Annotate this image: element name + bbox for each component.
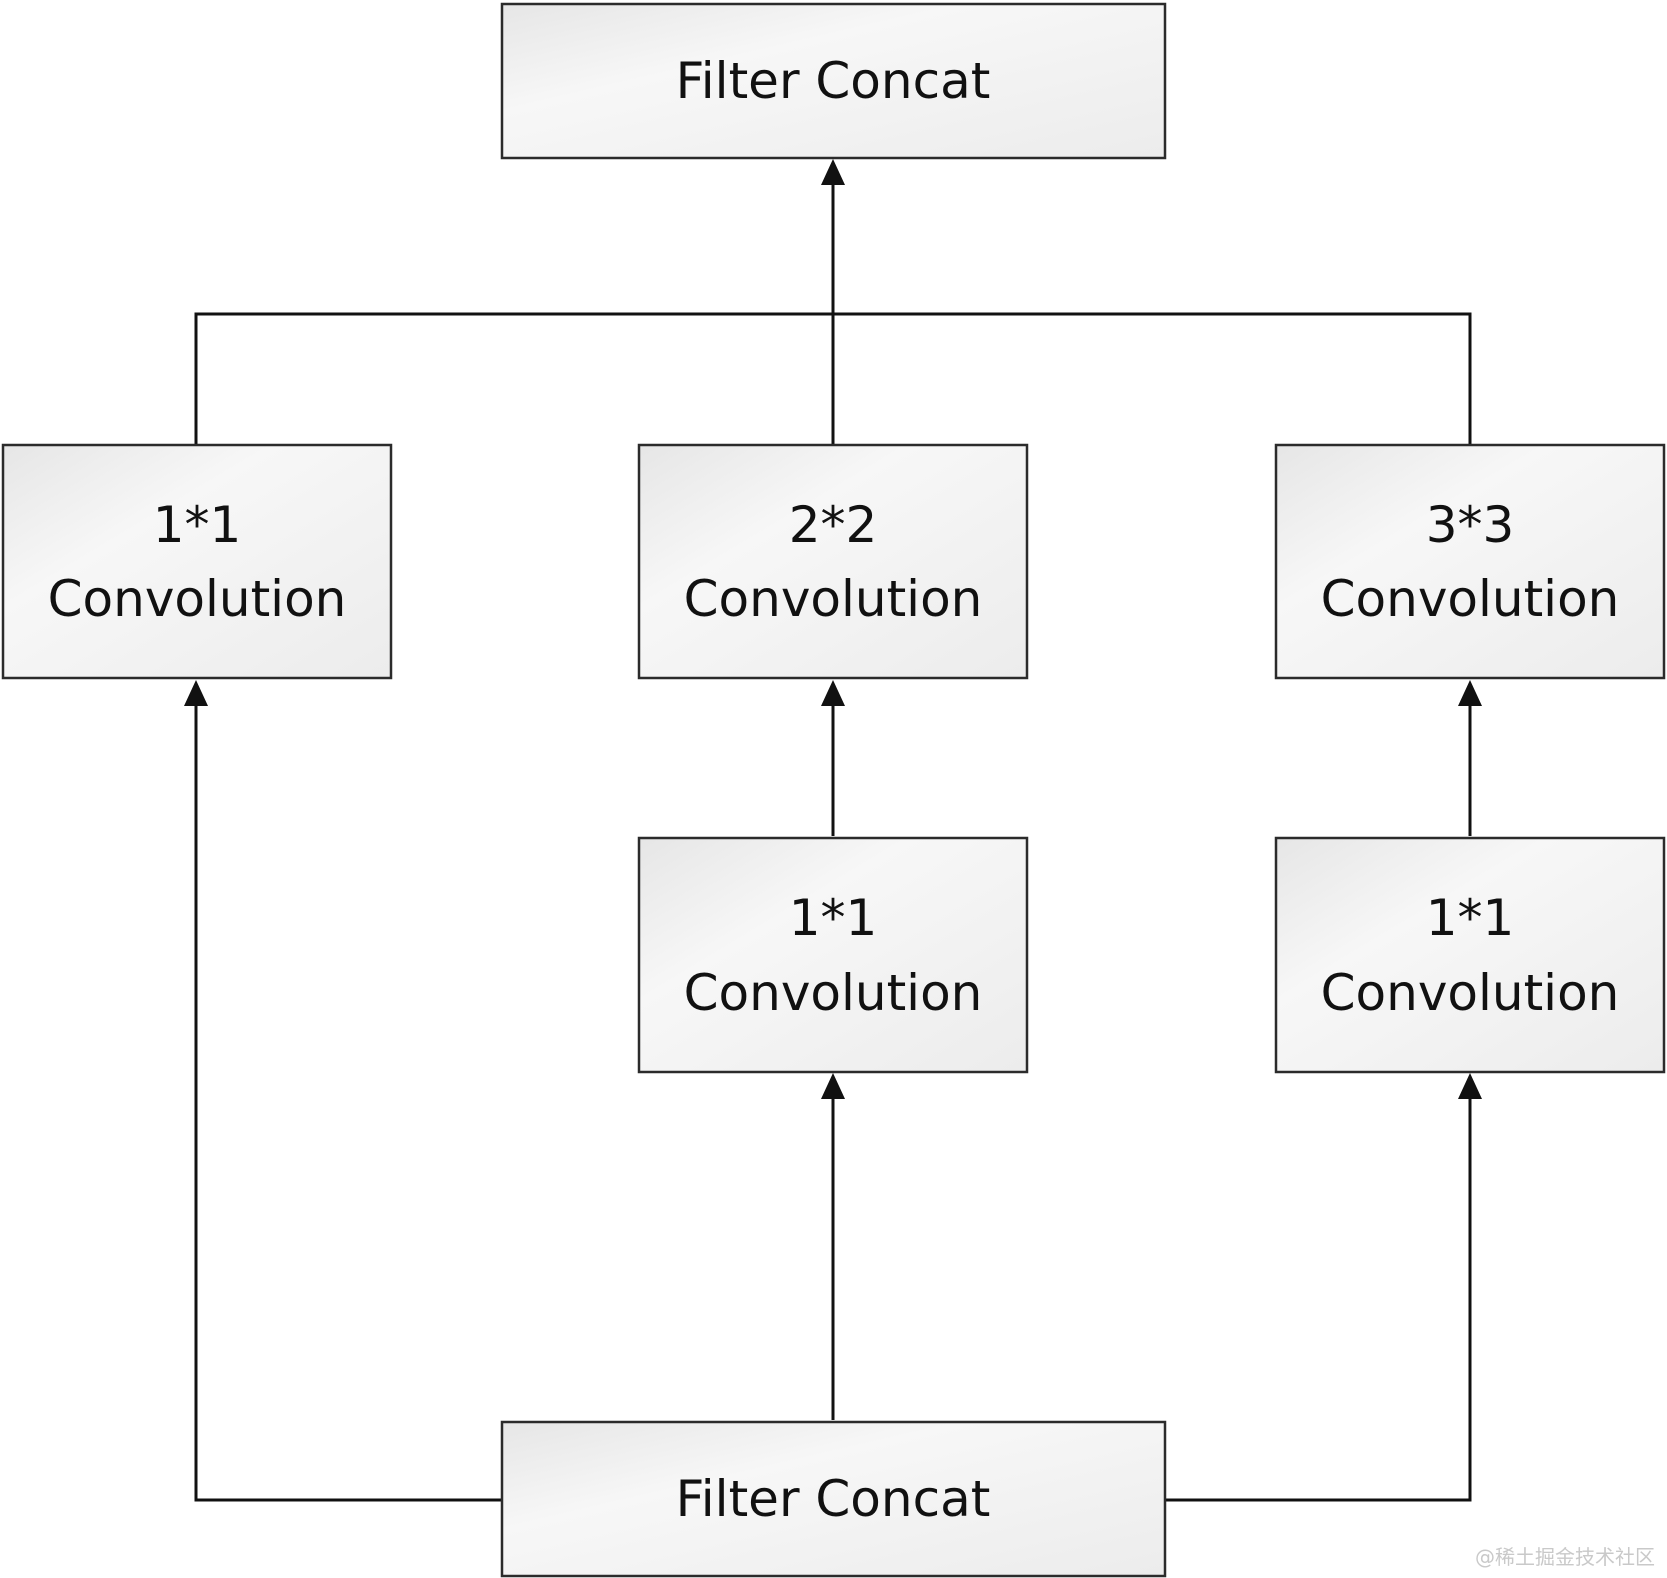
conv-2x2-label: Convolution <box>684 570 983 628</box>
conv-3x3-size: 3*3 <box>1426 496 1515 554</box>
node-conv-1x1-middle-reduce: 1*1 Convolution <box>637 836 1029 1074</box>
node-conv-2x2: 2*2 Convolution <box>637 443 1029 680</box>
conv-3x3-label: Convolution <box>1321 570 1620 628</box>
arrowhead-concat-top <box>821 159 845 185</box>
node-concat-top: Filter Concat <box>500 2 1167 160</box>
conv-2x2-size: 2*2 <box>789 496 878 554</box>
node-conv-3x3: 3*3 Convolution <box>1274 443 1666 680</box>
conv-right-reduce-label: Convolution <box>1321 964 1620 1022</box>
conv-right-reduce-size: 1*1 <box>1426 889 1515 947</box>
edge-concat-bottom-to-right-reduce <box>1165 1098 1472 1502</box>
node-conv-1x1-left: 1*1 Convolution <box>1 443 393 680</box>
concat-top-label: Filter Concat <box>676 52 991 110</box>
conv-middle-reduce-label: Convolution <box>684 964 983 1022</box>
arrowhead-right-reduce <box>1458 1073 1482 1099</box>
edge-concat-bottom-to-conv-1x1 <box>194 705 502 1502</box>
concat-bottom-label: Filter Concat <box>676 1470 991 1528</box>
arrowhead-middle-reduce <box>821 1073 845 1099</box>
arrowhead-conv-3x3 <box>1458 680 1482 706</box>
arrowhead-conv-2x2 <box>821 680 845 706</box>
conv-1x1-left-size: 1*1 <box>153 496 242 554</box>
node-concat-bottom: Filter Concat <box>500 1420 1167 1578</box>
conv-1x1-left-label: Convolution <box>48 570 347 628</box>
connectors <box>184 159 1482 1502</box>
conv-middle-reduce-size: 1*1 <box>789 889 878 947</box>
arrowhead-conv-1x1 <box>184 680 208 706</box>
node-conv-1x1-right-reduce: 1*1 Convolution <box>1274 836 1666 1074</box>
watermark: @稀土掘金技术社区 <box>1475 1545 1655 1569</box>
